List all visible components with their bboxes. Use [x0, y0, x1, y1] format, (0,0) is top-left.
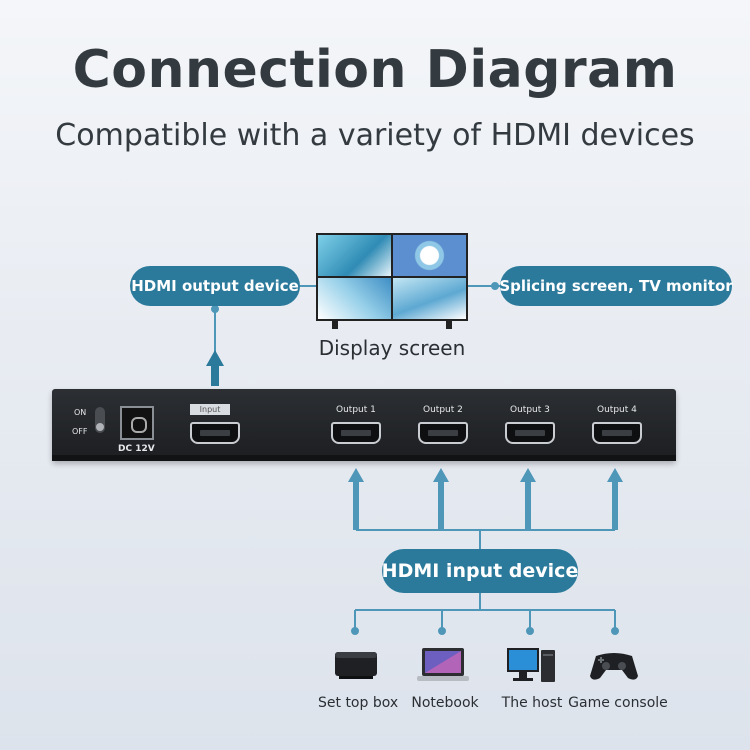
- display-screen-icon: [316, 233, 468, 321]
- device-label-host: The host: [501, 695, 563, 711]
- switch-off-label: OFF: [72, 427, 88, 436]
- arrow-output-1: [348, 468, 364, 530]
- output-arrows: [348, 468, 623, 530]
- dot-2: [438, 627, 446, 635]
- power-switch-icon: [95, 407, 105, 433]
- host-computer-icon: [507, 648, 555, 682]
- page-subtitle: Compatible with a variety of HDMI device…: [55, 118, 695, 153]
- tv-leg-left: [332, 321, 338, 329]
- tv-leg-right: [446, 321, 452, 329]
- hdmi-splitter-device: ON OFF DC 12V Input Output 1 Output 2 Ou…: [52, 389, 676, 461]
- arrow-output-3: [520, 468, 536, 530]
- hdmi-output-4-port-icon: [592, 422, 642, 444]
- device-label-game-console: Game console: [568, 695, 668, 711]
- arrow-output-2: [433, 468, 449, 530]
- hdmi-output-device-pill: HDMI output device: [130, 266, 300, 306]
- game-console-icon: [590, 653, 638, 680]
- dc-label: DC 12V: [118, 444, 155, 454]
- output-1-label: Output 1: [336, 405, 376, 415]
- connector-dot-right: [491, 282, 499, 290]
- dot-4: [611, 627, 619, 635]
- input-port-label: Input: [190, 404, 230, 415]
- connector-dot-output: [211, 305, 219, 313]
- hdmi-output-2-port-icon: [418, 422, 468, 444]
- arrow-input-up: [206, 350, 224, 386]
- set-top-box-icon: [335, 652, 377, 679]
- hdmi-input-port-icon: [190, 422, 240, 444]
- output-3-label: Output 3: [510, 405, 550, 415]
- dot-1: [351, 627, 359, 635]
- display-screen-label: Display screen: [318, 336, 466, 360]
- dot-3: [526, 627, 534, 635]
- notebook-icon: [417, 648, 469, 681]
- arrow-output-4: [607, 468, 623, 530]
- output-2-label: Output 2: [423, 405, 463, 415]
- device-label-set-top-box: Set top box: [318, 695, 399, 711]
- splicing-screen-pill: Splicing screen, TV monitor: [499, 266, 733, 306]
- device-label-notebook: Notebook: [411, 695, 479, 711]
- dc-power-port-icon: [120, 406, 154, 440]
- hdmi-output-1-port-icon: [331, 422, 381, 444]
- page-title: Connection Diagram: [72, 40, 678, 100]
- hdmi-input-device-pill: HDMI input device: [382, 549, 578, 593]
- hdmi-output-3-port-icon: [505, 422, 555, 444]
- switch-on-label: ON: [74, 408, 87, 417]
- output-4-label: Output 4: [597, 405, 637, 415]
